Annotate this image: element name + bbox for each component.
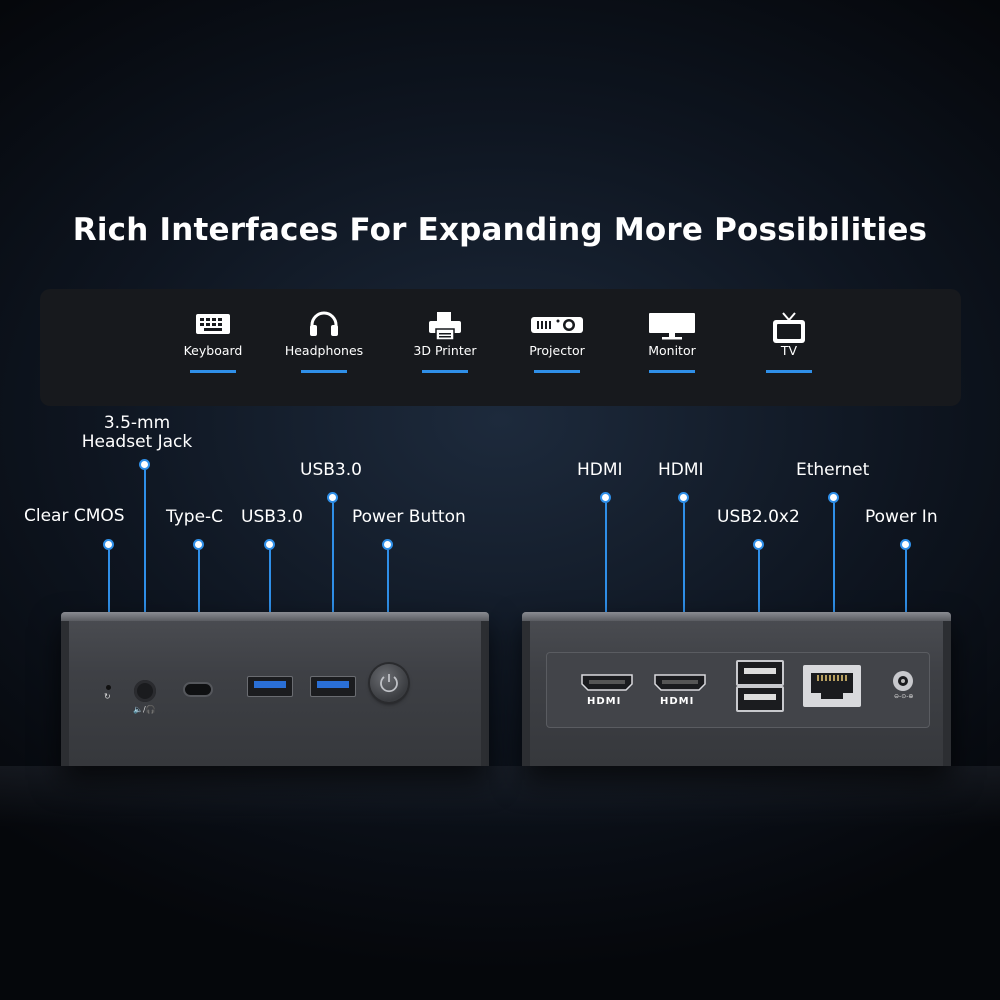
callout-headset-jack: 3.5-mm Headset Jack (78, 414, 196, 452)
callout-dot (139, 459, 150, 470)
callout-power-button: Power Button (352, 507, 466, 527)
callout-line (269, 550, 271, 658)
hdmi-1-mark: HDMI (587, 696, 622, 707)
device-underline (422, 370, 468, 373)
callout-hdmi-2: HDMI (658, 460, 704, 480)
device-label: Headphones (284, 343, 364, 358)
back-panel: HDMI HDMI ⊖-⊙-⊕ (522, 612, 951, 766)
back-io-plate: HDMI HDMI ⊖-⊙-⊕ (546, 652, 930, 728)
callout-line (198, 550, 200, 658)
floor-reflection (0, 766, 1000, 826)
callout-usb3-a: USB3.0 (241, 507, 303, 527)
callout-dot (600, 492, 611, 503)
callout-line (833, 503, 835, 658)
projector-icon (531, 317, 583, 333)
callout-dot (193, 539, 204, 550)
callout-line (605, 503, 607, 658)
callout-line (332, 503, 334, 658)
callout-line (387, 550, 389, 658)
device-underline (190, 370, 236, 373)
headset-jack[interactable] (134, 680, 156, 702)
callout-dot (678, 492, 689, 503)
callout-type-c: Type-C (166, 507, 224, 527)
device-label: Keyboard (183, 343, 243, 358)
callout-power-in: Power In (865, 507, 938, 527)
hdmi-2-mark: HDMI (660, 696, 695, 707)
callout-dot (103, 539, 114, 550)
callout-headset-line2: Headset Jack (81, 432, 193, 452)
device-underline (301, 370, 347, 373)
type-c-port[interactable] (185, 684, 211, 695)
keyboard-icon (196, 314, 230, 334)
usb2-port-top[interactable] (736, 660, 784, 686)
callout-line (108, 550, 110, 658)
callout-hdmi-1: HDMI (577, 460, 623, 480)
usb3-port-b[interactable] (310, 676, 356, 697)
device-monitor: Monitor (627, 311, 717, 373)
devices-panel: Keyboard Headphones 3D Printer (40, 289, 961, 406)
callout-headset-line1: 3.5-mm (103, 413, 171, 433)
clear-cmos-icon: ↻ (104, 692, 111, 701)
headphones-icon (310, 311, 338, 336)
callout-dot (327, 492, 338, 503)
device-label: 3D Printer (413, 343, 477, 358)
printer-icon (429, 312, 461, 341)
headset-jack-icon: 🔈/🎧 (133, 705, 156, 714)
power-button[interactable] (370, 664, 408, 702)
hdmi-port-1[interactable] (581, 674, 633, 691)
device-underline (534, 370, 580, 373)
usb2-port-bottom[interactable] (736, 686, 784, 712)
page-title: Rich Interfaces For Expanding More Possi… (72, 212, 928, 248)
callout-usb3-b: USB3.0 (300, 460, 362, 480)
device-underline (649, 370, 695, 373)
front-panel: ↻ 🔈/🎧 (61, 612, 489, 766)
callout-usb2: USB2.0x2 (717, 507, 800, 527)
callout-line (758, 550, 760, 658)
power-icon (380, 674, 398, 693)
callout-line (683, 503, 685, 658)
callout-dot (264, 539, 275, 550)
power-in-port[interactable] (893, 671, 913, 691)
ethernet-port[interactable] (803, 665, 861, 707)
usb3-port-a[interactable] (247, 676, 293, 697)
callout-ethernet: Ethernet (796, 460, 870, 480)
callout-line (144, 470, 146, 658)
device-underline (766, 370, 812, 373)
device-keyboard: Keyboard (168, 311, 258, 373)
callout-dot (382, 539, 393, 550)
clear-cmos-hole[interactable] (106, 685, 111, 690)
callout-clear-cmos: Clear CMOS (24, 506, 125, 526)
device-projector: Projector (512, 311, 602, 373)
device-label: Monitor (648, 343, 696, 358)
device-label: Projector (529, 343, 585, 358)
power-in-icon: ⊖-⊙-⊕ (894, 693, 914, 700)
callout-line (905, 550, 907, 668)
device-tv: TV (744, 311, 834, 373)
callout-dot (753, 539, 764, 550)
tv-icon (773, 312, 805, 343)
callout-dot (828, 492, 839, 503)
device-headphones: Headphones (279, 311, 369, 373)
hdmi-port-2[interactable] (654, 674, 706, 691)
device-3d-printer: 3D Printer (400, 311, 490, 373)
device-label: TV (780, 343, 798, 358)
callout-dot (900, 539, 911, 550)
monitor-icon (649, 313, 695, 340)
